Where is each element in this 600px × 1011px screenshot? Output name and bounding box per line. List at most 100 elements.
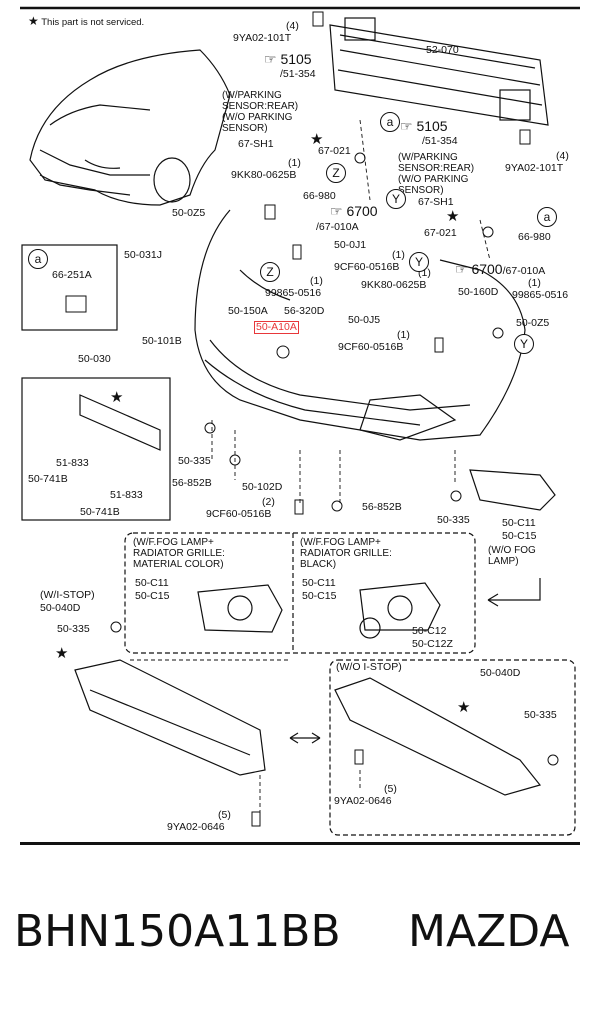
- parts-diagram: ★ This part is not serviced. (4) 9YA02-1…: [20, 6, 580, 836]
- part-51-833-label: 51-833: [56, 457, 89, 469]
- condition-wi-stop-label: (W/I-STOP): [40, 589, 95, 601]
- diagram-bottom-rule: [20, 842, 580, 845]
- part-number: BHN150A11BB: [14, 906, 341, 957]
- part-67-021-label-b: 67-021: [424, 227, 457, 239]
- part-50-c11-label-c: 50-C11: [302, 577, 336, 589]
- part-9ya02-0646-label-b: 9YA02-0646: [167, 821, 225, 833]
- part-51-833-label-b: 51-833: [110, 489, 143, 501]
- qty-label: (4): [556, 150, 569, 162]
- group-6700-text: 6700: [346, 203, 378, 219]
- condition-wo-fog-lamp-label: (W/O FOG LAMP): [488, 545, 536, 567]
- callout-a: a: [380, 112, 400, 132]
- part-52-070-label: 52-070: [426, 44, 459, 56]
- not-serviced-star: ★: [110, 389, 124, 406]
- part-66-251a-label: 66-251A: [52, 269, 92, 281]
- diagram-drawing: [20, 6, 580, 836]
- qty-label: (1): [310, 275, 323, 287]
- license-plate-box: [21, 377, 171, 521]
- callout-a: a: [28, 249, 48, 269]
- bumper-reinforcement-sketch: [329, 17, 549, 126]
- part-51-354-label: /51-354: [280, 68, 316, 80]
- part-50-0j5-label: 50-0J5: [348, 314, 381, 326]
- group-5105-label-b: ☞ 5105: [400, 118, 448, 134]
- part-50-0j1-label: 50-0J1: [334, 239, 367, 251]
- part-67-021-label: 67-021: [318, 145, 351, 157]
- part-99865-0516-label-b: 99865-0516: [512, 289, 569, 301]
- part-67-sh1-label: 67-SH1: [238, 138, 274, 150]
- part-51-354-label-b: /51-354: [422, 135, 458, 147]
- qty-label: (1): [418, 267, 431, 279]
- callout-y: Y: [386, 189, 406, 209]
- condition-fog-material-label: (W/F.FOG LAMP+ RADIATOR GRILLE: MATERIAL…: [133, 537, 225, 570]
- part-50-0z5-label-b: 50-0Z5: [516, 317, 550, 329]
- callout-z: Z: [326, 163, 346, 183]
- part-50-c12-label: 50-C12: [412, 625, 447, 637]
- inset-box-a: [21, 244, 118, 331]
- part-9ya02-101t-label-b: 9YA02-101T: [505, 162, 564, 174]
- part-67-010a-text-b: /67-010A: [502, 265, 546, 277]
- condition-wo-istop-label: (W/O I-STOP): [336, 661, 402, 673]
- group-5105-text-b: 5105: [416, 118, 448, 134]
- condition-fog-black-label: (W/F.FOG LAMP+ RADIATOR GRILLE: BLACK): [300, 537, 392, 570]
- brand-name: MAZDA: [408, 906, 570, 957]
- qty-label: (1): [288, 157, 301, 169]
- callout-y: Y: [409, 252, 429, 272]
- part-50-c15-label: 50-C15: [502, 530, 537, 542]
- part-66-980-label-b: 66-980: [518, 231, 551, 243]
- part-50-0z5-label: 50-0Z5: [172, 207, 206, 219]
- part-56-320d-label: 56-320D: [284, 305, 325, 317]
- part-50-040d-label-b: 50-040D: [480, 667, 521, 679]
- bumper-cover-sketch: [194, 209, 526, 441]
- not-serviced-star: ★: [55, 645, 69, 662]
- part-67-010a-label: /67-010A: [316, 221, 359, 233]
- note-text: This part is not serviced.: [41, 17, 145, 28]
- part-50-150a-label: 50-150A: [228, 305, 268, 317]
- part-50-335-label: 50-335: [178, 455, 211, 467]
- qty-label: (2): [262, 496, 275, 508]
- part-9kk80-0625b-label: 9KK80-0625B: [231, 169, 297, 181]
- qty-label: (4): [286, 20, 299, 32]
- qty-label: (5): [218, 809, 231, 821]
- part-50-c15-label-b: 50-C15: [135, 590, 170, 602]
- car-front-sketch: [29, 49, 231, 206]
- part-50-c11-label: 50-C11: [502, 517, 536, 529]
- part-50-335-label-d: 50-335: [524, 709, 557, 721]
- qty-label: (1): [528, 277, 541, 289]
- part-66-980-label: 66-980: [303, 190, 336, 202]
- part-56-852b-label-b: 56-852B: [362, 501, 402, 513]
- part-56-852b-label: 56-852B: [172, 477, 212, 489]
- not-serviced-star: ★: [446, 208, 460, 225]
- part-50-335-label-b: 50-335: [437, 514, 470, 526]
- group-6700-label: ☞ 6700: [330, 203, 378, 219]
- group-6700-text-b: 6700: [471, 261, 503, 277]
- group-5105-label: ☞ 5105: [264, 51, 312, 67]
- callout-z: Z: [260, 262, 280, 282]
- callout-y: Y: [514, 334, 534, 354]
- wo-istop-box: [329, 659, 576, 836]
- group-5105-text: 5105: [280, 51, 312, 67]
- qty-label: (1): [392, 249, 405, 261]
- part-9cf60-0516b-label-b: 9CF60-0516B: [338, 341, 404, 353]
- part-50-335-label-c: 50-335: [57, 623, 90, 635]
- highlighted-part-50-a10a-label: 50-A10A: [254, 321, 299, 334]
- part-9ya02-101t-label: 9YA02-101T: [233, 32, 292, 44]
- part-50-102d-label: 50-102D: [242, 481, 283, 493]
- part-9kk80-0625b-label-b: 9KK80-0625B: [361, 279, 427, 291]
- condition-parking-sensor-label-b: (W/PARKING SENSOR:REAR) (W/O PARKING SEN…: [398, 152, 475, 196]
- part-50-031j-label: 50-031J: [124, 249, 162, 261]
- qty-label: (1): [397, 329, 410, 341]
- part-9ya02-0646-label: 9YA02-0646: [334, 795, 392, 807]
- part-99865-0516-label: 99865-0516: [265, 287, 322, 299]
- part-67-sh1-label-b: 67-SH1: [418, 196, 454, 208]
- part-50-040d-label: 50-040D: [40, 602, 81, 614]
- not-serviced-note: ★ This part is not serviced.: [28, 14, 145, 28]
- condition-parking-sensor-label: (W/PARKING SENSOR:REAR) (W/O PARKING SEN…: [222, 90, 299, 134]
- part-50-030-label: 50-030: [78, 353, 111, 365]
- part-9cf60-0516b-label-c: 9CF60-0516B: [206, 508, 272, 520]
- not-serviced-star: ★: [457, 699, 471, 716]
- under-cover-istop-sketch: [74, 659, 266, 776]
- part-50-c12z-label: 50-C12Z: [412, 638, 453, 650]
- part-50-741b-label: 50-741B: [28, 473, 68, 485]
- part-50-c11-label-b: 50-C11: [135, 577, 169, 589]
- part-50-160d-label: 50-160D: [458, 286, 499, 298]
